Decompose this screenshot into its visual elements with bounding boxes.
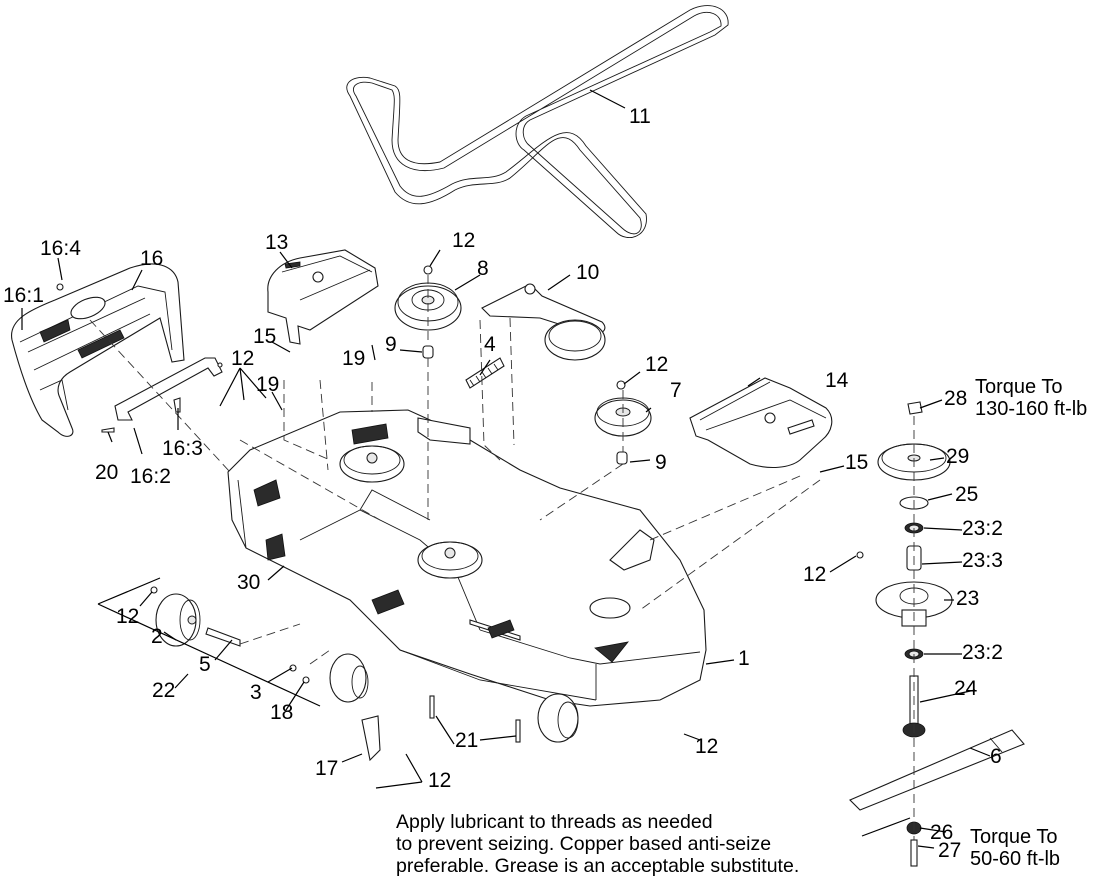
callout-29: 29 (946, 445, 970, 468)
belt-cover-right (689, 377, 833, 469)
callout-9: 9 (655, 451, 667, 474)
callout-3: 3 (250, 681, 262, 704)
callout-22: 22 (152, 679, 176, 702)
callout-16-3: 16:3 (162, 437, 203, 460)
callout-13: 13 (265, 231, 289, 254)
callout-12: 12 (695, 735, 719, 758)
callout-30: 30 (237, 571, 261, 594)
nut-18 (302, 676, 310, 684)
lubricant-note-line: preferable. Grease is an acceptable subs… (396, 855, 800, 877)
callout-12: 12 (803, 563, 827, 586)
blade-bolt-27 (910, 839, 918, 867)
callout-23-3: 23:3 (962, 549, 1003, 572)
lubricant-note: Apply lubricant to threads as needed to … (396, 811, 799, 877)
callout-1: 1 (738, 647, 750, 670)
torque-value: 130-160 ft-lb (975, 398, 1088, 420)
lubricant-note-line: Apply lubricant to threads as needed (396, 811, 713, 833)
spindle-assembly (856, 401, 953, 738)
callout-15: 15 (845, 451, 869, 474)
belt-cover-center (267, 249, 379, 345)
callout-27: 27 (938, 839, 962, 862)
callout-5: 5 (199, 653, 211, 676)
callout-19: 19 (256, 373, 280, 396)
callout-12: 12 (116, 605, 140, 628)
nut-12 (616, 380, 626, 390)
callout-4: 4 (484, 333, 496, 356)
callout-16-1: 16:1 (3, 284, 44, 307)
callout-12: 12 (231, 347, 255, 370)
bolt-21 (515, 719, 521, 743)
nut-12 (423, 265, 433, 275)
bolt-21 (429, 695, 435, 719)
bushing-9 (616, 451, 628, 465)
callout-14: 14 (825, 369, 849, 392)
callout-18: 18 (270, 701, 294, 724)
bushing-9 (422, 345, 434, 359)
lubricant-note-line: to prevent seizing. Copper based anti-se… (396, 833, 772, 855)
callout-12: 12 (428, 769, 452, 792)
axle-bolt-5 (205, 627, 241, 647)
screw-20 (101, 427, 115, 433)
flat-idler-7 (594, 397, 652, 437)
callout-12: 12 (452, 229, 476, 252)
callout-15: 15 (253, 325, 277, 348)
callout-6: 6 (990, 745, 1002, 768)
callout-16-4: 16:4 (40, 237, 81, 260)
callout-17: 17 (315, 757, 339, 780)
belt-cover-left (11, 263, 185, 437)
callout-2: 2 (151, 625, 163, 648)
callout-9: 9 (385, 333, 397, 356)
torque-label: Torque To (975, 376, 1063, 398)
torque-label: Torque To (970, 826, 1058, 848)
callout-16-2: 16:2 (130, 465, 171, 488)
callout-21: 21 (455, 729, 479, 752)
blade-6 (849, 729, 1025, 811)
callout-28: 28 (944, 387, 968, 410)
callout-20: 20 (95, 461, 119, 484)
callout-16: 16 (140, 247, 164, 270)
spring-4 (465, 357, 505, 389)
torque-value: 50-60 ft-lb (970, 848, 1061, 870)
cover-bracket (114, 357, 223, 421)
callout-23-2: 23:2 (962, 641, 1003, 664)
callout-19: 19 (342, 347, 366, 370)
nut-12 (150, 586, 158, 594)
callout-7: 7 (670, 379, 682, 402)
idler-arm-10 (481, 283, 606, 361)
callout-25: 25 (955, 483, 979, 506)
callout-24: 24 (954, 677, 978, 700)
spindle-torque-note: Torque To 130-160 ft-lb (975, 376, 1087, 420)
callout-8: 8 (477, 257, 489, 280)
callout-10: 10 (576, 261, 600, 284)
callout-23: 23 (956, 587, 980, 610)
deck-wheel (537, 693, 579, 743)
blade-bolt-torque-note: Torque To 50-60 ft-lb (970, 826, 1060, 870)
mower-deck (227, 409, 707, 707)
baffle-17 (361, 715, 381, 762)
callout-26: 26 (930, 821, 954, 844)
callout-11: 11 (629, 105, 651, 128)
spindle-nut-28 (907, 401, 923, 415)
screw-16-3 (173, 397, 181, 413)
callout-12: 12 (645, 353, 669, 376)
callout-23-2: 23:2 (962, 517, 1003, 540)
deck-wheel (329, 653, 369, 703)
drive-belt (346, 5, 729, 238)
washer-3 (289, 664, 297, 672)
